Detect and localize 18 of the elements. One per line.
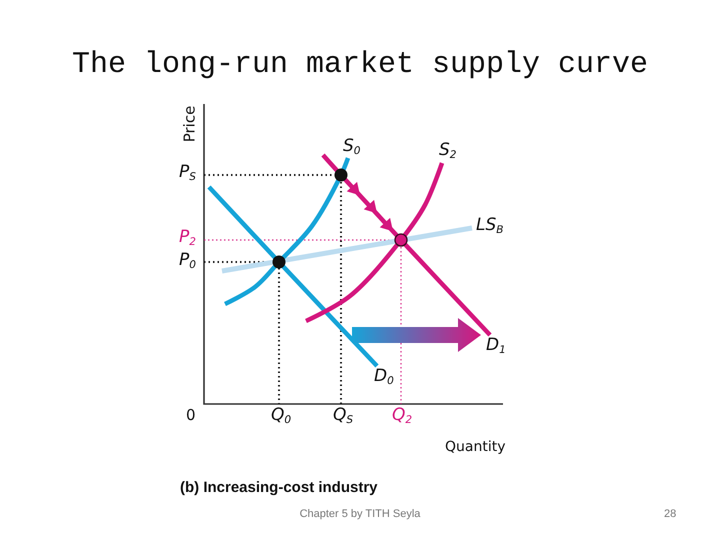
curve-label: LS$_{B}$ — [476, 217, 504, 234]
axis-tick-label: P$_{2}$ — [179, 229, 196, 246]
title: The long-run market supply curve — [70, 50, 650, 80]
axis-tick-label: P$_{S}$ — [179, 164, 196, 181]
curve-label: S$_{0}$ — [343, 138, 360, 155]
axis-tick-label: P$_{0}$ — [179, 252, 196, 269]
axis-tick-label: Q$_{0}$ — [271, 407, 292, 424]
caption: (b) Increasing-cost industry — [180, 480, 378, 495]
curve-label: D$_{1}$ — [486, 337, 506, 354]
axis-tick-label: Q$_{2}$ — [392, 407, 412, 424]
footer-text: Chapter 5 by TITH Seyla — [300, 509, 420, 520]
axis-tick-label: 0 — [186, 408, 196, 423]
axis-title: Quantity — [445, 440, 506, 454]
curve-label: D$_{0}$ — [374, 368, 394, 385]
axis-tick-label: Q$_{S}$ — [333, 407, 354, 424]
curve-label: S$_{2}$ — [439, 142, 456, 159]
axis-title: Price — [182, 106, 198, 142]
page-number: 28 — [664, 509, 676, 520]
